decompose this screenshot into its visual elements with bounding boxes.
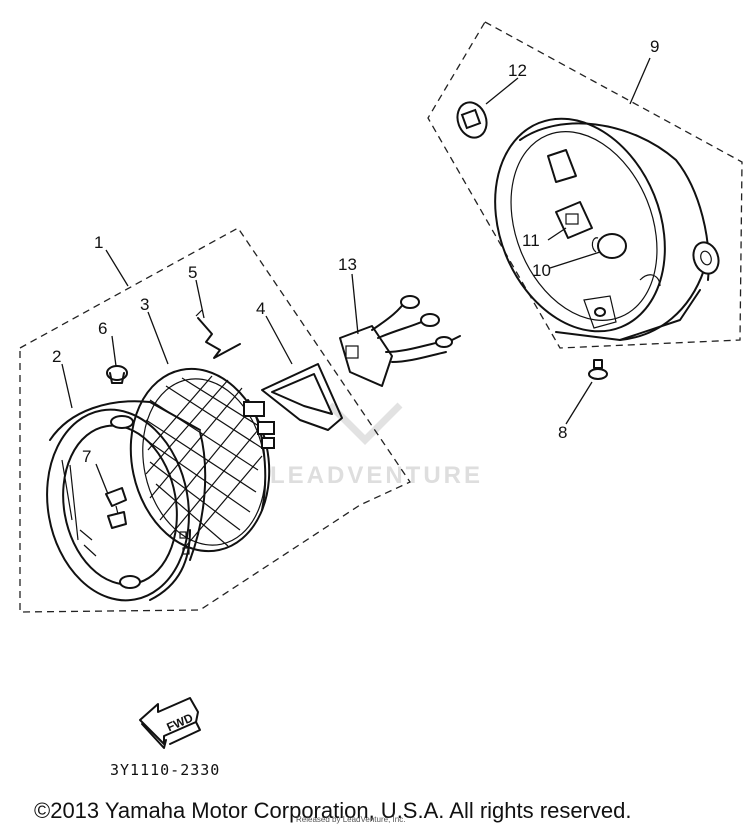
housing-grommet <box>456 101 488 139</box>
callout-5: 5 <box>188 263 197 282</box>
beam-cover <box>261 363 343 431</box>
callout-2: 2 <box>52 347 61 366</box>
watermark-text: LEADVENTURE <box>270 462 483 489</box>
release-mark: Released by LeadVenture, Inc. <box>296 815 405 824</box>
callout-1: 1 <box>94 233 103 252</box>
callout-3: 3 <box>140 295 149 314</box>
callout-6: 6 <box>98 319 107 338</box>
callout-9: 9 <box>650 37 659 56</box>
copyright-notice: ©2013 Yamaha Motor Corporation, U.S.A. A… <box>34 798 631 823</box>
headlight-housing <box>494 117 720 341</box>
forward-arrow-icon: FWD <box>139 697 201 749</box>
callout-10: 10 <box>532 261 551 280</box>
watermark-logo: LEADVENTURE <box>270 402 483 489</box>
bulb-socket-harness <box>339 295 461 387</box>
callout-13: 13 <box>338 255 357 274</box>
rim-clip <box>105 487 127 529</box>
adjuster-spring <box>195 309 241 359</box>
callout-11: 11 <box>522 231 540 250</box>
callout-12: 12 <box>508 61 527 80</box>
callout-4: 4 <box>256 299 265 318</box>
group-outline-9 <box>427 21 743 349</box>
callout-7: 7 <box>82 447 91 466</box>
diagram-part-code: 3Y1110-2330 <box>110 761 220 779</box>
housing-bolt <box>588 359 608 380</box>
forward-arrow-label: FWD <box>164 710 195 734</box>
rim-screw <box>106 365 128 384</box>
leader-lines <box>61 57 651 495</box>
sealed-beam-unit <box>129 367 275 553</box>
callout-8: 8 <box>558 423 567 442</box>
headlight-rim <box>46 400 207 602</box>
